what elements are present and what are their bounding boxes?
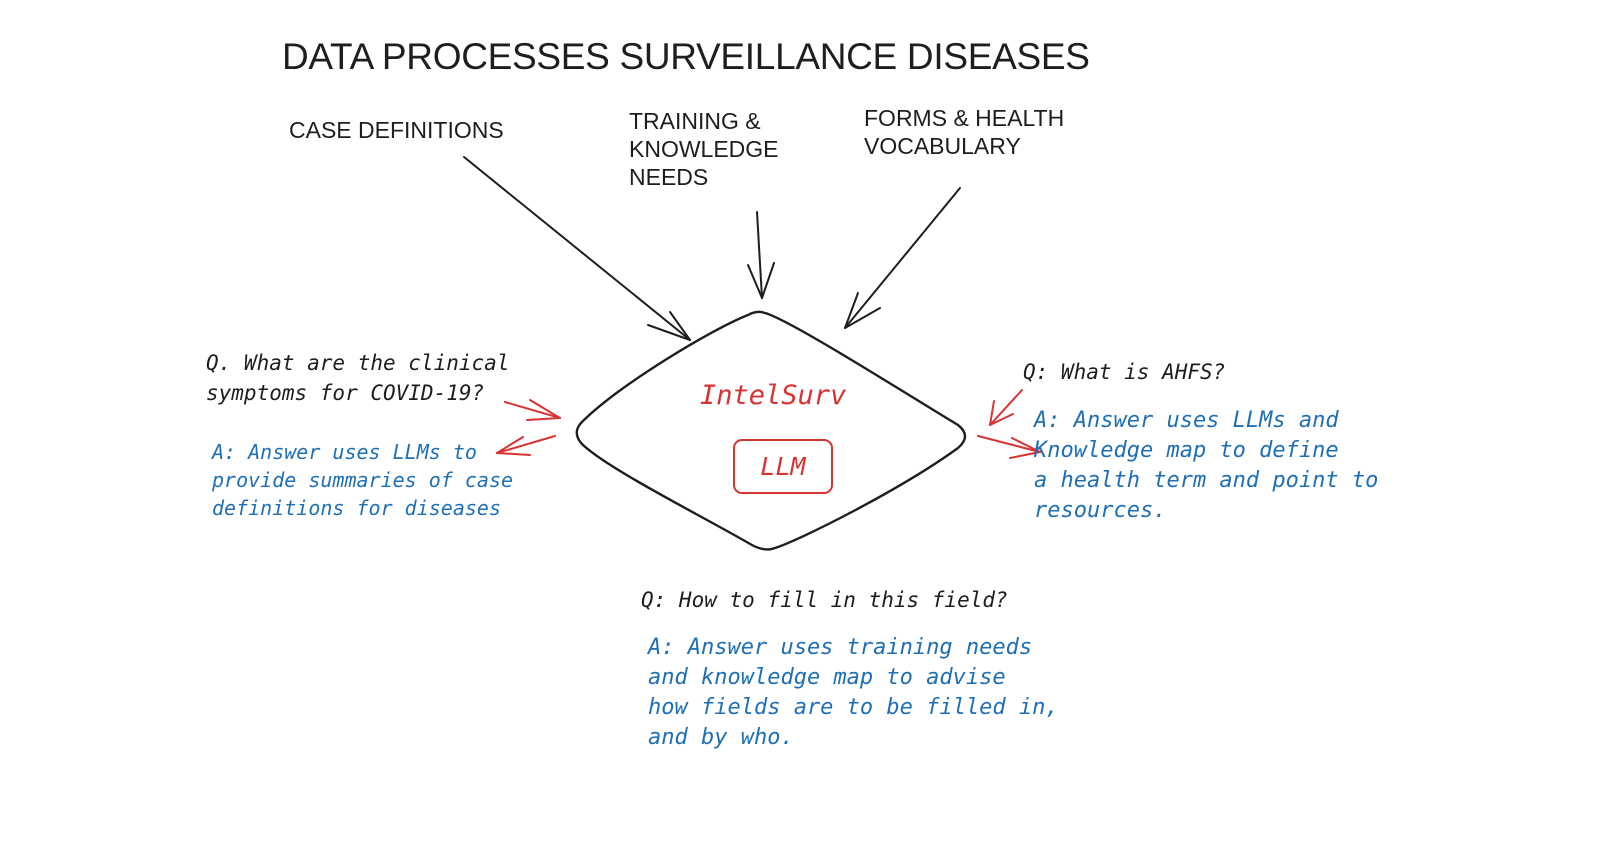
input-training: TRAINING & KNOWLEDGE NEEDS xyxy=(629,107,779,191)
arrow-right-in xyxy=(989,389,1023,426)
intelsurv-label: IntelSurv xyxy=(700,380,847,411)
input-case-definitions-line: CASE DEFINITIONS xyxy=(289,117,504,143)
intelsurv-diamond xyxy=(575,310,967,551)
left-answer-line-2: provide summaries of case xyxy=(212,468,514,492)
arrow-left-in xyxy=(504,399,561,421)
left-question-line-1: Q. What are the clinical xyxy=(206,351,510,375)
bottom-answer: A: Answer uses training needs and knowle… xyxy=(648,633,1059,753)
right-answer-line-3: a health term and point to xyxy=(1034,468,1379,493)
input-training-line-2: KNOWLEDGE xyxy=(629,136,779,162)
bottom-question: Q: How to fill in this field? xyxy=(641,585,1008,615)
bottom-answer-line-2: and knowledge map to advise xyxy=(648,665,1006,690)
arrow-forms xyxy=(844,187,961,329)
arrow-right-out xyxy=(977,435,1041,459)
bottom-answer-line-3: how fields are to be filled in, xyxy=(648,695,1059,720)
input-forms-line-1: FORMS & HEALTH xyxy=(864,105,1065,131)
input-case-definitions: CASE DEFINITIONS xyxy=(289,116,504,144)
bottom-answer-line-1: A: Answer uses training needs xyxy=(648,635,1033,660)
left-answer-line-1: A: Answer uses LLMs to xyxy=(212,440,477,464)
left-question-line-2: symptoms for COVID-19? xyxy=(206,381,485,405)
llm-box: LLM xyxy=(733,439,833,494)
right-question-line-1: Q: What is AHFS? xyxy=(1023,360,1226,384)
input-forms-line-2: VOCABULARY xyxy=(864,133,1021,159)
right-answer-line-4: resources. xyxy=(1034,498,1167,523)
left-question: Q. What are the clinical symptoms for CO… xyxy=(206,348,509,408)
left-answer: A: Answer uses LLMs to provide summaries… xyxy=(212,438,513,522)
diagram-title: DATA PROCESSES SURVEILLANCE DISEASES xyxy=(282,36,1090,77)
right-answer-line-1: A: Answer uses LLMs and xyxy=(1034,408,1339,433)
input-training-line-3: NEEDS xyxy=(629,164,709,190)
input-training-line-1: TRAINING & xyxy=(629,108,761,134)
input-forms: FORMS & HEALTH VOCABULARY xyxy=(864,104,1064,160)
left-answer-line-3: definitions for diseases xyxy=(212,496,501,520)
right-answer: A: Answer uses LLMs and Knowledge map to… xyxy=(1034,406,1378,526)
right-question: Q: What is AHFS? xyxy=(1023,357,1225,387)
bottom-answer-line-4: and by who. xyxy=(648,725,794,750)
llm-label: LLM xyxy=(760,452,806,481)
right-answer-line-2: Knowledge map to define xyxy=(1034,438,1339,463)
bottom-question-line-1: Q: How to fill in this field? xyxy=(641,588,1008,612)
arrow-case-definitions xyxy=(463,156,691,341)
arrow-left-out xyxy=(496,435,556,456)
arrow-training xyxy=(747,211,775,299)
